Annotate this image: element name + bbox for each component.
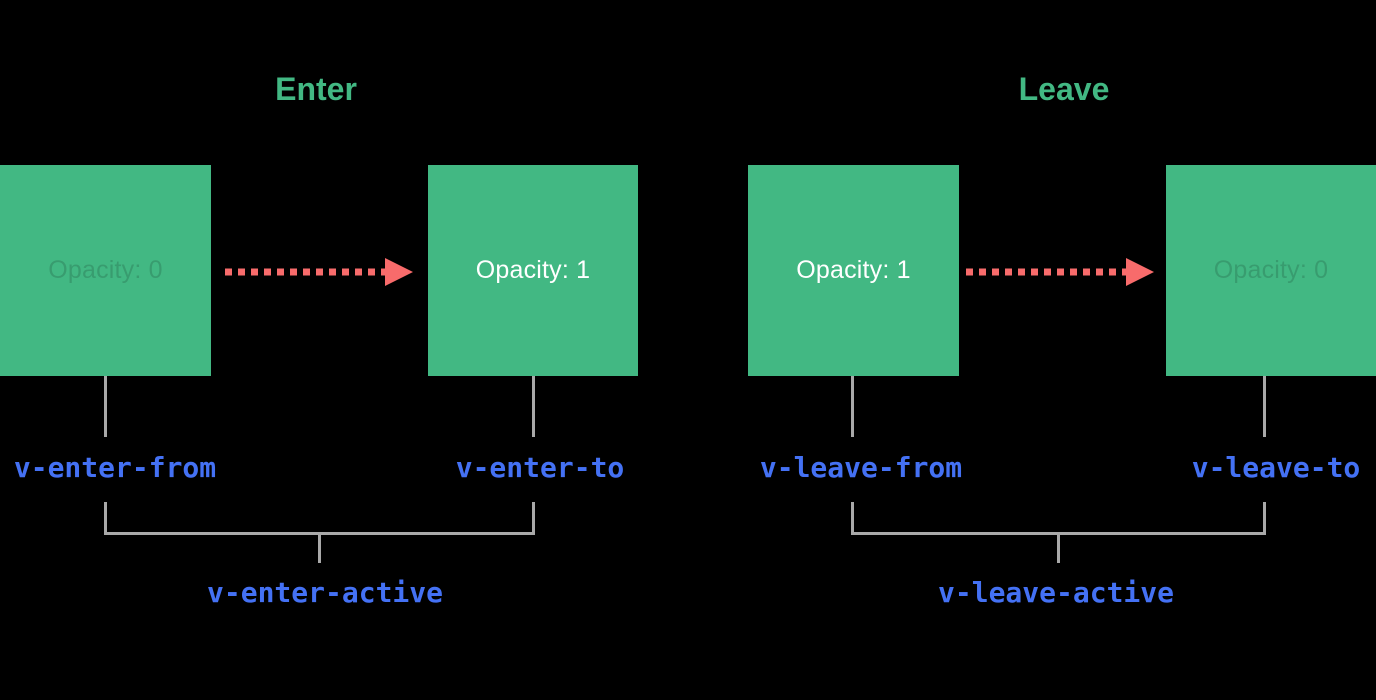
leave-to-opacity-label: Opacity: 0	[1213, 256, 1329, 284]
enter-section-title: Enter	[275, 71, 357, 107]
enter-active-bracket	[104, 502, 535, 535]
enter-to-connector-line	[532, 376, 535, 437]
leave-from-connector-line	[851, 376, 854, 437]
enter-active-bracket-stem	[318, 534, 321, 563]
enter-from-connector-line	[104, 376, 107, 437]
leave-active-class-label: v-leave-active	[937, 576, 1175, 609]
enter-to-state-box: Opacity: 1	[428, 165, 638, 376]
leave-section-title: Leave	[1018, 71, 1110, 107]
leave-to-state-box: Opacity: 0	[1166, 165, 1376, 376]
leave-from-class-label: v-leave-from	[759, 451, 963, 484]
leave-active-bracket-stem	[1057, 534, 1060, 563]
dashed-arrow-icon	[966, 257, 1155, 287]
dashed-arrow-icon	[225, 257, 414, 287]
enter-to-class-label: v-enter-to	[455, 451, 625, 484]
enter-from-class-label: v-enter-from	[13, 451, 217, 484]
enter-active-class-label: v-enter-active	[206, 576, 444, 609]
enter-from-opacity-label: Opacity: 0	[48, 256, 163, 284]
leave-from-opacity-label: Opacity: 1	[796, 256, 911, 284]
leave-to-connector-line	[1263, 376, 1266, 437]
enter-from-state-box: Opacity: 0	[0, 165, 211, 376]
leave-from-state-box: Opacity: 1	[748, 165, 959, 376]
leave-to-class-label: v-leave-to	[1191, 451, 1361, 484]
leave-active-bracket	[851, 502, 1266, 535]
enter-to-opacity-label: Opacity: 1	[475, 256, 591, 284]
